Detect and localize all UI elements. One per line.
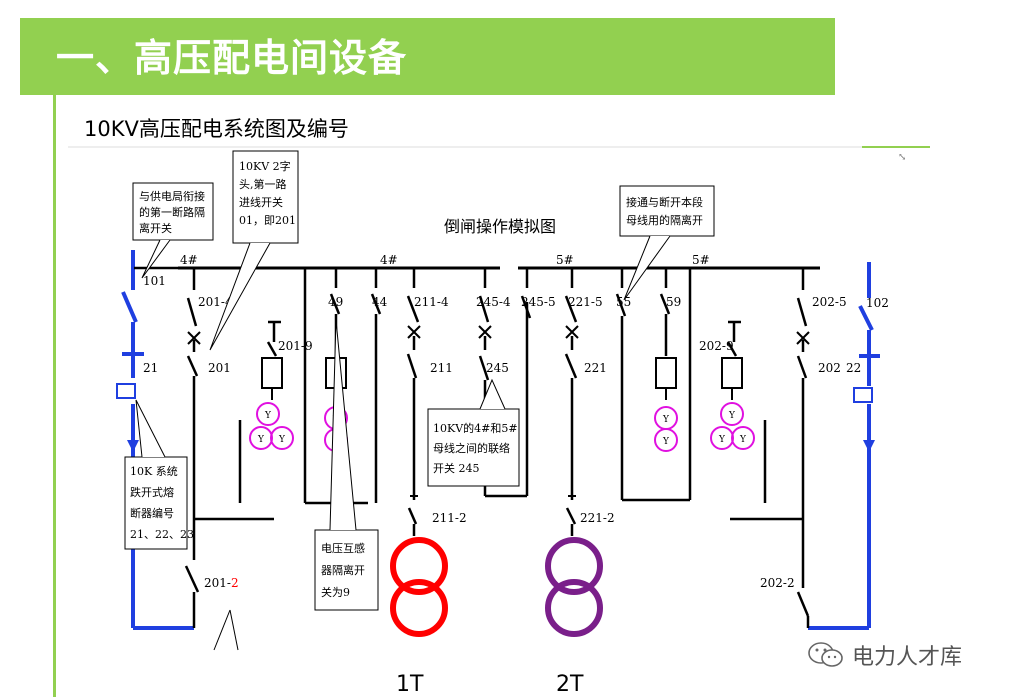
label-22: 22 bbox=[846, 361, 861, 375]
device-labels: 201-4 201 201-9 49 44 211-4 211 211-2 24… bbox=[198, 295, 847, 590]
svg-text:59: 59 bbox=[666, 295, 681, 309]
svg-text:电压互感: 电压互感 bbox=[321, 542, 365, 555]
label-201-2: 201-2 bbox=[204, 576, 239, 590]
svg-text:Y: Y bbox=[257, 435, 265, 445]
svg-text:245-4: 245-4 bbox=[476, 295, 511, 309]
svg-text:201: 201 bbox=[208, 361, 231, 375]
breaker-marks bbox=[187, 325, 810, 497]
transformer-label-1t: 1T bbox=[396, 672, 424, 697]
svg-text:01，即201: 01，即201 bbox=[239, 214, 296, 227]
callout-bus-section: 接通与断开本段 母线用的隔离开 bbox=[619, 185, 715, 301]
page-title: 一、高压配电间设备 bbox=[56, 36, 408, 80]
diagram-heading: 倒闸操作模拟图 bbox=[444, 217, 556, 236]
svg-text:211: 211 bbox=[430, 361, 453, 375]
svg-text:211-4: 211-4 bbox=[414, 295, 449, 309]
bus-label-4a: 4# bbox=[180, 253, 198, 267]
svg-text:10KV 2字: 10KV 2字 bbox=[239, 159, 291, 173]
callout-fuse: 10K 系统 跌开式熔 断器编号 21、22、23 bbox=[124, 399, 194, 550]
svg-text:211-2: 211-2 bbox=[432, 511, 467, 525]
svg-text:221-5: 221-5 bbox=[568, 295, 603, 309]
callout-incoming: 10KV 2字 头,第一路 进线开关 01，即201 bbox=[209, 150, 299, 351]
svg-text:跌开式熔: 跌开式熔 bbox=[130, 485, 174, 499]
label-21: 21 bbox=[143, 361, 158, 375]
svg-text:221-2: 221-2 bbox=[580, 511, 615, 525]
svg-text:Y: Y bbox=[662, 437, 670, 447]
callout-tie: 10KV的4#和5# 母线之间的联络 开关 245 bbox=[427, 378, 520, 487]
left-feeder-arrow bbox=[127, 440, 139, 452]
svg-text:进线开关: 进线开关 bbox=[239, 195, 283, 209]
left-accent-bar bbox=[53, 95, 56, 697]
svg-text:Y: Y bbox=[662, 415, 670, 425]
svg-text:202-9: 202-9 bbox=[699, 339, 734, 353]
diagram-subtitle: 10KV高压配电系统图及编号 bbox=[84, 117, 349, 141]
svg-text:Y: Y bbox=[264, 411, 272, 421]
svg-text:202: 202 bbox=[818, 361, 841, 375]
wechat-icon bbox=[808, 642, 843, 667]
svg-text:断器编号: 断器编号 bbox=[130, 506, 174, 520]
svg-text:离开关: 离开关 bbox=[139, 221, 172, 235]
svg-text:母线之间的联络: 母线之间的联络 bbox=[433, 441, 510, 455]
voltage-transformer-202-9 bbox=[710, 402, 755, 450]
svg-text:49: 49 bbox=[328, 295, 343, 309]
voltage-transformer-59 bbox=[654, 406, 678, 452]
transformer-1t bbox=[390, 537, 448, 637]
svg-text:21、22、23: 21、22、23 bbox=[130, 528, 194, 541]
svg-text:245-5: 245-5 bbox=[521, 295, 556, 309]
svg-text:201-4: 201-4 bbox=[198, 295, 233, 309]
svg-text:44: 44 bbox=[372, 295, 388, 309]
svg-text:Y: Y bbox=[739, 435, 747, 445]
svg-text:245: 245 bbox=[486, 361, 509, 375]
svg-text:Y: Y bbox=[728, 411, 736, 421]
watermark-text: 电力人才库 bbox=[852, 645, 963, 670]
voltage-transformer-201-9 bbox=[249, 402, 294, 450]
bus-label-5b: 5# bbox=[692, 253, 710, 267]
callout-supply: 与供电局衔接 的第一断路隔 离开关 bbox=[132, 182, 214, 279]
svg-text:接通与断开本段: 接通与断开本段 bbox=[626, 195, 703, 209]
svg-text:Y: Y bbox=[718, 435, 726, 445]
svg-text:开关 245: 开关 245 bbox=[433, 461, 480, 475]
bus-label-5a: 5# bbox=[556, 253, 574, 267]
right-feeder-arrow bbox=[863, 440, 875, 452]
svg-text:10K 系统: 10K 系统 bbox=[130, 465, 178, 478]
svg-text:头,第一路: 头,第一路 bbox=[239, 177, 287, 191]
lower-callout-tail bbox=[213, 609, 239, 651]
single-line-diagram: ⤡ 倒闸操作模拟图 4# 4# 5# 5# 101 21 bbox=[68, 146, 930, 697]
bus-label-4b: 4# bbox=[380, 253, 398, 267]
watermark: 电力人才库 bbox=[806, 638, 962, 672]
svg-text:器隔离开: 器隔离开 bbox=[321, 563, 365, 577]
svg-text:201-9: 201-9 bbox=[278, 339, 313, 353]
svg-text:Y: Y bbox=[278, 435, 286, 445]
svg-text:的第一断路隔: 的第一断路隔 bbox=[139, 205, 205, 219]
svg-text:母线用的隔离开: 母线用的隔离开 bbox=[626, 213, 703, 227]
svg-text:55: 55 bbox=[616, 295, 631, 309]
svg-text:关为9: 关为9 bbox=[321, 585, 350, 599]
label-101: 101 bbox=[143, 274, 166, 288]
label-102: 102 bbox=[866, 296, 889, 310]
wiring bbox=[134, 266, 810, 628]
svg-text:与供电局衔接: 与供电局衔接 bbox=[139, 189, 205, 203]
transformer-label-2t: 2T bbox=[556, 672, 584, 697]
title-banner bbox=[20, 18, 835, 95]
transformer-2t bbox=[545, 537, 603, 637]
svg-text:202-2: 202-2 bbox=[760, 576, 795, 590]
expand-icon: ⤡ bbox=[898, 152, 906, 163]
svg-text:221: 221 bbox=[584, 361, 607, 375]
callout-pt: 电压互感 器隔离开 关为9 bbox=[314, 319, 379, 611]
svg-text:202-5: 202-5 bbox=[812, 295, 847, 309]
svg-text:10KV的4#和5#: 10KV的4#和5# bbox=[433, 421, 518, 435]
